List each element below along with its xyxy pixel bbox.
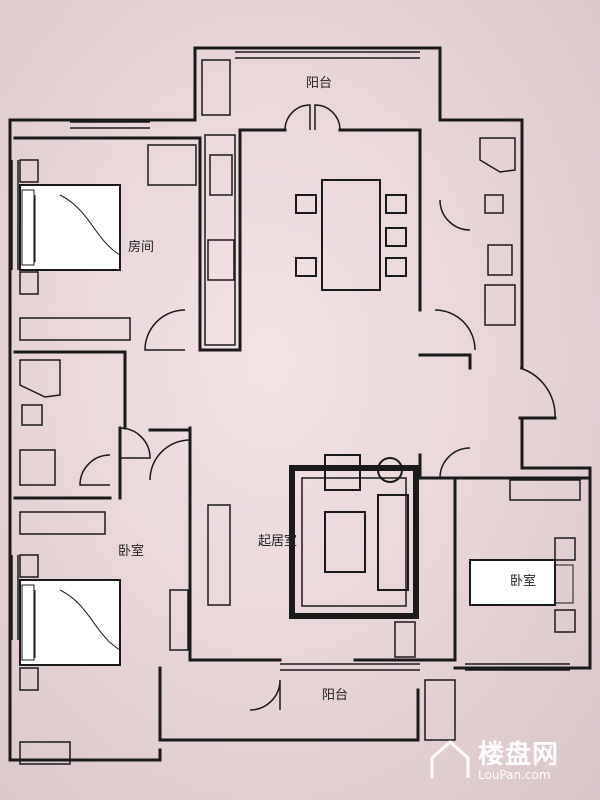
washer (487, 244, 513, 276)
cabinet (169, 589, 189, 651)
door (434, 309, 476, 351)
window (11, 160, 19, 270)
interior-wall (13, 350, 127, 430)
outer-wall (203, 688, 420, 742)
chair (385, 194, 407, 214)
coffee-table (324, 511, 366, 573)
label-balcony-bottom: 阳台 (322, 688, 349, 703)
cabinet (394, 621, 416, 658)
window (235, 51, 420, 59)
door (149, 439, 191, 481)
bed-sheet (34, 589, 121, 658)
door (519, 367, 556, 419)
chair (295, 194, 317, 214)
sofa (377, 494, 409, 591)
bed-study (19, 184, 121, 271)
ac-unit (424, 679, 456, 741)
study-desk (147, 144, 197, 186)
shower-corner (19, 359, 61, 398)
nightstand (19, 554, 39, 578)
nightstand (19, 271, 39, 295)
door (439, 199, 471, 231)
watermark-brand: 楼盘网 (478, 740, 560, 770)
outer-wall (453, 416, 592, 670)
ac-unit (19, 741, 71, 765)
nightstand (554, 537, 576, 561)
dining-table (321, 179, 381, 291)
label-bedroom-left: 卧室 (118, 544, 145, 559)
chair (385, 227, 407, 247)
interior-wall (353, 476, 457, 662)
side-table (377, 457, 403, 483)
door (249, 679, 281, 711)
outer-wall (8, 118, 162, 762)
window (11, 555, 19, 640)
door (439, 447, 471, 479)
interior-wall (418, 453, 592, 480)
bed-left (19, 579, 121, 666)
tv-cabinet (207, 504, 231, 606)
watermark-logo (430, 739, 470, 778)
rug-inner (301, 477, 407, 607)
wardrobe (509, 479, 581, 501)
shower-corner (479, 137, 516, 173)
wardrobe (19, 511, 106, 535)
door (119, 427, 151, 459)
door (144, 309, 186, 351)
stove (209, 154, 233, 196)
ac-unit (201, 59, 231, 116)
door (284, 104, 311, 131)
chair (385, 257, 407, 277)
pillow (21, 584, 35, 661)
door (314, 104, 341, 131)
interior-wall (188, 426, 282, 662)
nightstand (19, 667, 39, 691)
nightstand (554, 609, 576, 633)
toilet (21, 404, 43, 426)
bed-sheet (34, 194, 121, 262)
kitchen-sink (207, 239, 235, 281)
wash-basin (484, 284, 516, 326)
label-balcony-top: 阳台 (306, 76, 333, 91)
watermark-url: LouPan.com (478, 768, 551, 782)
door (79, 454, 111, 486)
pillow (21, 189, 35, 266)
toilet (484, 194, 504, 214)
kitchen-counter (204, 134, 236, 346)
interior-wall (418, 353, 472, 370)
bed-right (469, 559, 556, 606)
chair (295, 257, 317, 277)
label-room-study: 房间 (128, 240, 155, 255)
pillow (554, 564, 574, 604)
nightstand (19, 159, 39, 183)
window (280, 663, 420, 671)
outer-wall (8, 46, 524, 370)
armchair (324, 454, 361, 491)
wash-basin (19, 449, 56, 486)
interior-wall (338, 128, 422, 302)
label-bedroom-right: 卧室 (510, 574, 537, 589)
outer-wall (158, 666, 207, 742)
window (70, 121, 150, 129)
wardrobe (19, 317, 131, 341)
label-living-room: 起居室 (258, 534, 298, 549)
interior-wall (13, 136, 202, 352)
window (465, 663, 570, 671)
rug-outer (289, 465, 419, 619)
